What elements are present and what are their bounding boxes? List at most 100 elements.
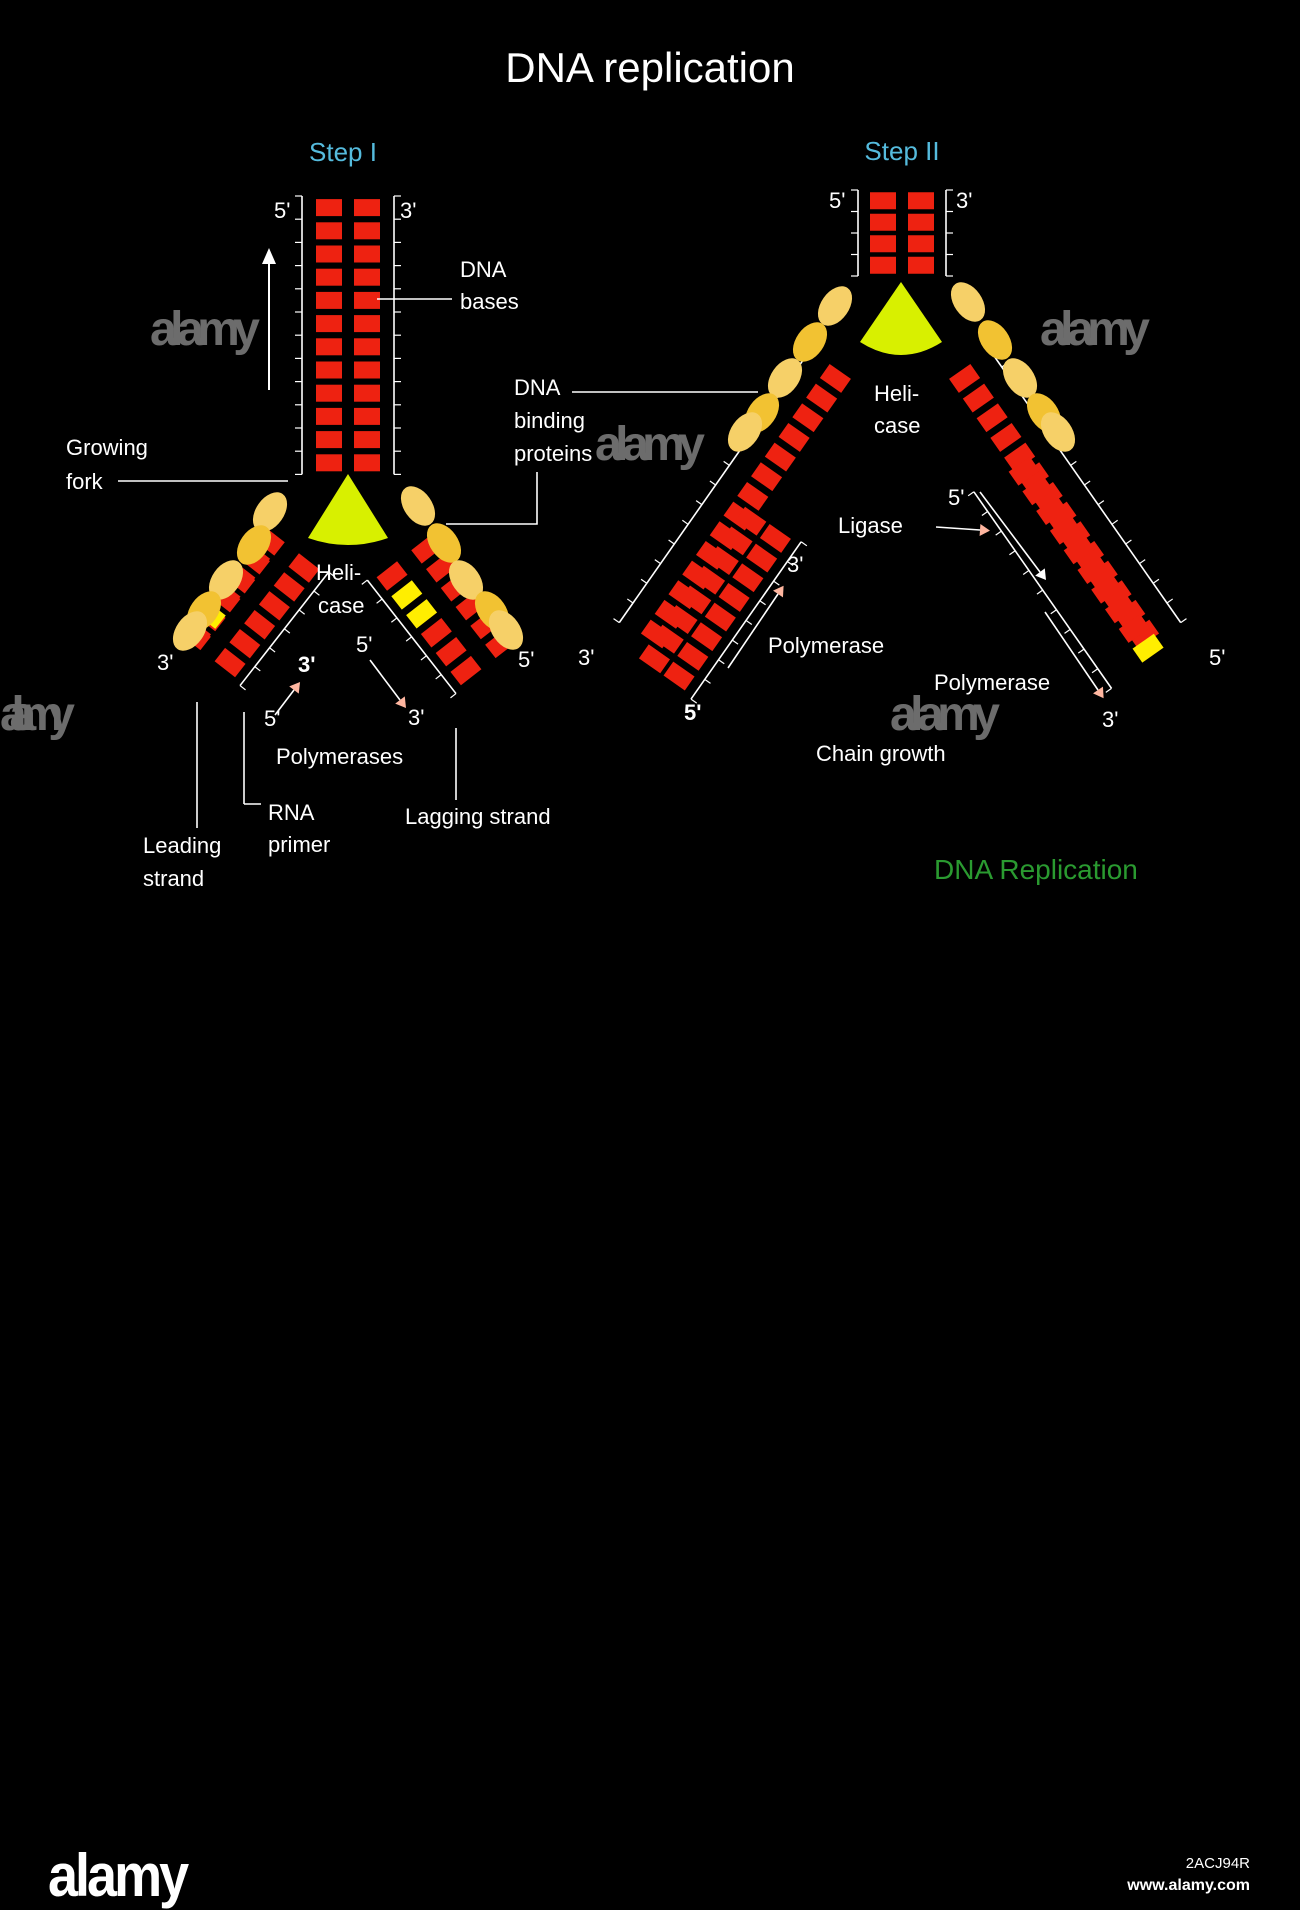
dna-base	[663, 661, 695, 691]
dna-base	[1008, 456, 1040, 486]
dna-base	[704, 602, 736, 632]
dna-base	[1004, 442, 1036, 472]
backbone-tick	[1111, 519, 1118, 525]
watermarks: alamy alamy alamy alamy alamy	[0, 303, 1150, 741]
backbone-rail	[973, 491, 1113, 689]
binding-proteins	[172, 282, 1076, 651]
polymerase-left-label: Polymerase	[768, 633, 884, 658]
dna-base	[870, 235, 896, 253]
dna-base	[316, 338, 342, 356]
arrow-shaft	[727, 593, 779, 669]
binding-protein-icon	[977, 320, 1013, 360]
dna-base	[354, 338, 380, 356]
backbone-tick	[376, 598, 383, 604]
backbone-tick	[709, 480, 716, 486]
backbone-tick	[1036, 589, 1044, 595]
step2-right-outer	[949, 342, 1187, 649]
dna-base	[316, 291, 342, 309]
dna-base	[1114, 599, 1146, 629]
dna-base	[354, 199, 380, 217]
step2-right-inner	[967, 456, 1164, 693]
binding-protein-icon	[950, 282, 986, 322]
binding-protein-icon	[767, 358, 803, 398]
backbone-tick	[1180, 618, 1187, 624]
dna-binding-proteins-label-1: DNA	[514, 375, 561, 400]
dna-base	[1105, 594, 1137, 624]
dna-base	[450, 655, 482, 686]
footer-bar: alamy 2ACJ94R www.alamy.com	[0, 915, 1300, 1909]
step1-left-3-bold-label: 3'	[298, 652, 315, 677]
backbone-tick	[405, 636, 413, 642]
step2-top-5-label: 5'	[829, 188, 845, 213]
site-url: www.alamy.com	[1127, 1877, 1250, 1894]
step1-right-3-label: 3'	[408, 705, 424, 730]
backbone-tick	[787, 560, 794, 566]
polymerase-right-label: Polymerase	[934, 670, 1050, 695]
binding-protein-icon	[727, 412, 763, 452]
dna-base	[1100, 580, 1132, 610]
rna-primer-label-1: RNA	[268, 800, 315, 825]
binding-protein-icon	[252, 492, 288, 532]
dna-base	[1128, 619, 1160, 649]
step1-heading: Step I	[309, 137, 377, 167]
backbone-tick	[1077, 648, 1085, 654]
dna-base	[354, 268, 380, 286]
arrow-head	[979, 524, 990, 536]
backbone-tick	[435, 674, 442, 680]
chain-growth-label: Chain growth	[816, 741, 946, 766]
backbone-tick	[1152, 578, 1160, 584]
backbone-tick	[1050, 609, 1057, 615]
dna-base	[354, 222, 380, 240]
binding-protein-icon	[1040, 412, 1076, 452]
step1-top-3-label: 3'	[400, 198, 416, 223]
backbone-tick	[1139, 559, 1146, 565]
dna-base	[229, 628, 261, 659]
dna-base	[316, 407, 342, 425]
backbone-tick	[995, 530, 1002, 536]
backbone-tick	[981, 510, 988, 516]
image-id: 2ACJ94R	[1185, 1855, 1250, 1872]
dna-base	[949, 364, 981, 393]
step1-left-3-label: 3'	[157, 650, 173, 675]
helicase-step1-icon	[308, 474, 388, 545]
dna-base	[1017, 462, 1049, 492]
backbone-tick	[283, 628, 291, 634]
dna-base	[652, 624, 684, 654]
arrow-head	[773, 585, 784, 598]
dna-bases-label-2: bases	[460, 289, 519, 314]
step1-helicase-label-1: Heli-	[316, 560, 361, 585]
binding-protein-icon	[236, 525, 272, 565]
dna-base	[962, 383, 994, 413]
binding-protein-icon	[1002, 358, 1038, 398]
dna-base	[1072, 540, 1105, 570]
step2-helicase-label-2: case	[874, 413, 920, 438]
dna-bases-label-1: DNA	[460, 257, 507, 282]
backbone-tick	[1064, 628, 1071, 634]
arrow-shaft	[979, 491, 1041, 573]
backbone-tick	[1022, 569, 1030, 575]
arrow-head	[289, 682, 301, 694]
rna-primer-base	[406, 599, 438, 629]
backbone-tick	[682, 519, 689, 525]
dna-base	[316, 361, 342, 379]
backbone-tick	[640, 578, 648, 584]
step2-top-3-label: 3'	[956, 188, 972, 213]
binding-protein-icon	[817, 286, 853, 326]
watermark-5: alamy	[890, 688, 1000, 741]
dna-base	[666, 605, 698, 634]
dna-base	[376, 561, 408, 591]
binding-protein-icon	[400, 486, 436, 526]
dna-base	[316, 245, 342, 263]
backbone-tick	[1166, 598, 1174, 604]
ligase-label: Ligase	[838, 513, 903, 538]
leader-lines	[118, 298, 758, 828]
binding-protein-icon	[172, 611, 208, 651]
backbone-tick	[239, 685, 246, 691]
step1-right-5b-label: 5'	[518, 647, 534, 672]
step1-stem	[295, 195, 401, 475]
backbone-tick	[745, 619, 753, 625]
dna-base	[288, 553, 320, 583]
dna-base	[778, 422, 810, 452]
dna-base	[316, 454, 342, 472]
dna-base	[316, 199, 342, 217]
